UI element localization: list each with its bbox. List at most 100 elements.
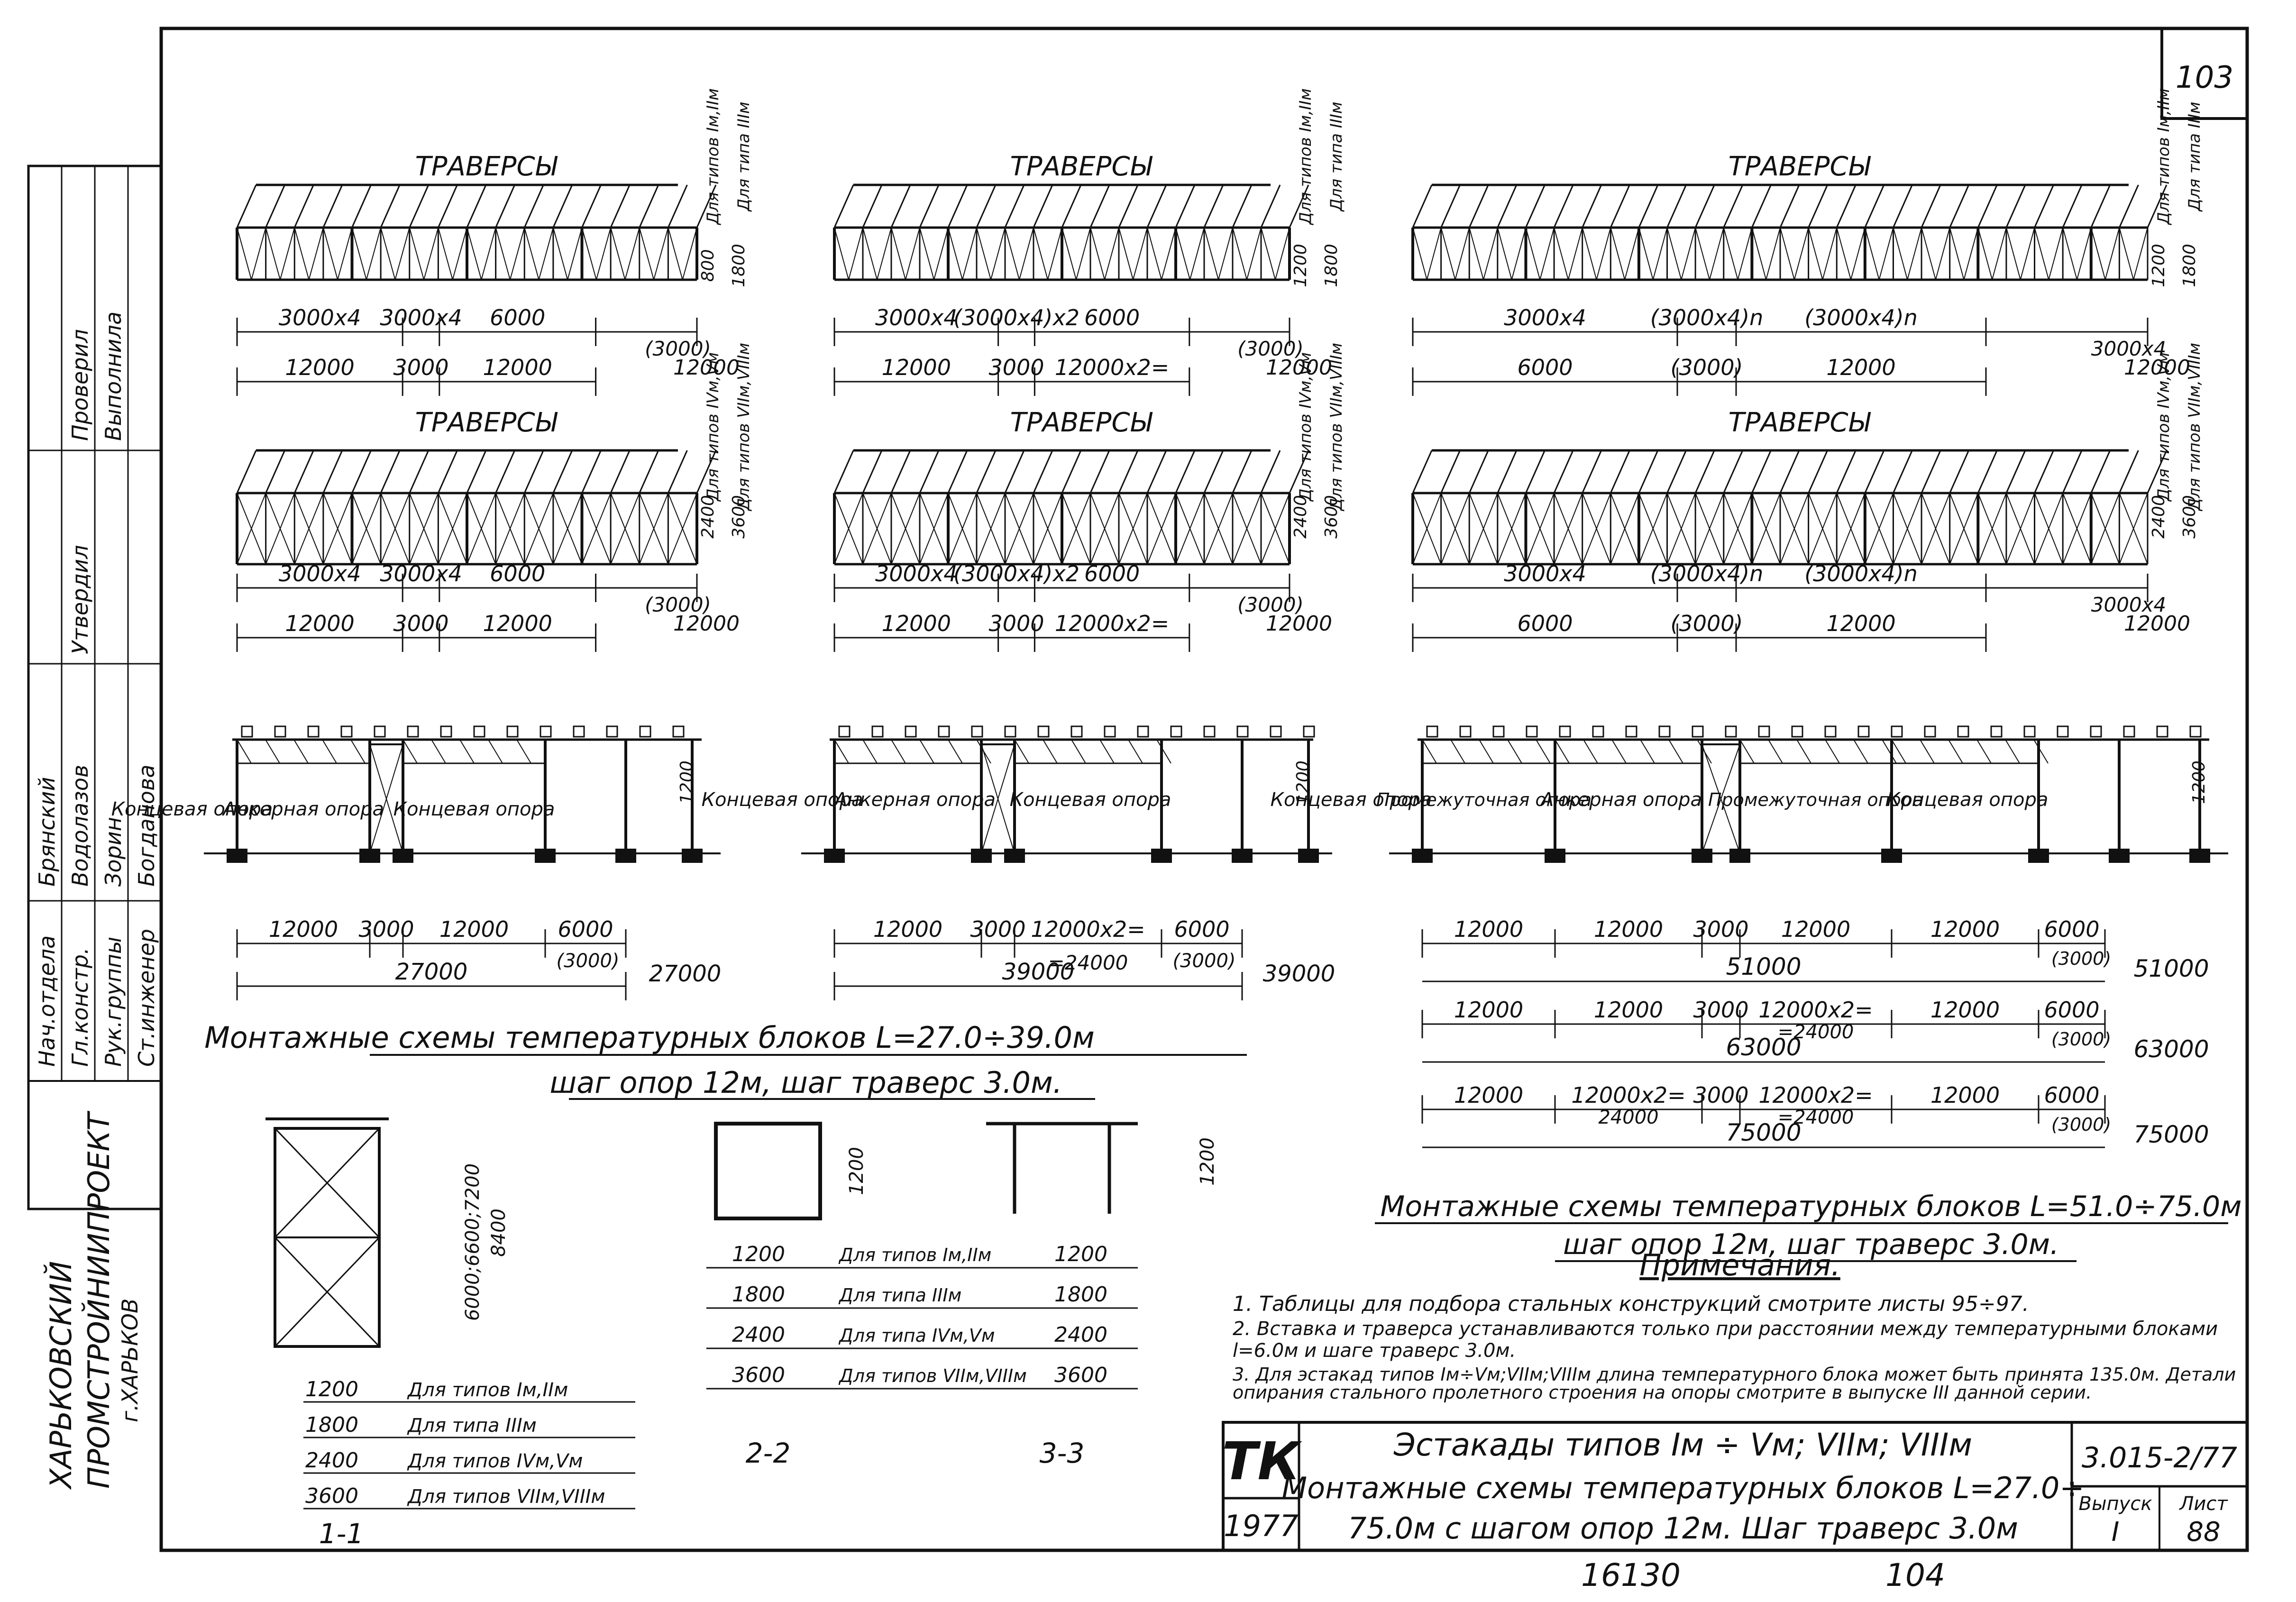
brace: [552, 493, 583, 565]
title-line-2: Монтажные схемы температурных блоков L=2…: [1282, 1471, 2085, 1505]
dimension-label: 3000: [988, 355, 1044, 380]
dimension-label: 12000: [1930, 1082, 2000, 1108]
brace: [1104, 227, 1119, 280]
brace: [1005, 227, 1020, 280]
brace: [1666, 227, 1682, 280]
rafter: [293, 184, 314, 228]
support-label: Концевая опора: [111, 798, 273, 820]
dimension-label: 12000: [1930, 916, 2000, 942]
type-note: Для типов IVм,Vм: [2154, 352, 2173, 502]
brace: [624, 227, 640, 280]
rafter: [1582, 184, 1602, 228]
traverse-marker: [1592, 725, 1604, 738]
truss-web: [1536, 739, 1551, 764]
brace: [1935, 227, 1950, 280]
rafter: [466, 450, 487, 494]
truss-web: [948, 739, 963, 764]
total-dimension: 51000: [2133, 955, 2209, 982]
stamp-vert-2: Проверил: [67, 329, 93, 441]
traverse-marker: [241, 725, 253, 738]
brace: [2005, 227, 2021, 280]
rafter: [862, 184, 883, 228]
rafter: [265, 184, 285, 228]
truss-web: [1668, 739, 1683, 764]
rafter: [2034, 450, 2054, 494]
dimension-label: (3000х4)х2: [953, 305, 1079, 330]
rafter: [1260, 184, 1281, 228]
rafter: [380, 450, 401, 494]
brace: [1652, 227, 1668, 280]
height-label: 6000;6600;7200: [462, 1163, 484, 1321]
brace: [423, 227, 439, 280]
title-year: 1977: [1224, 1509, 1299, 1543]
anchor-frame: [1701, 743, 1741, 854]
dimension-label: =24000: [1048, 951, 1128, 974]
dimension-label: 12000: [1454, 916, 1523, 942]
traverse-diagram-mid-3: ТРАВЕРСЫ3000х4(3000х4)n(3000х4)n3000х460…: [1411, 343, 2204, 652]
support-label: Концевая опора: [1271, 789, 1432, 811]
traverse-title: ТРАВЕРСЫ: [415, 151, 558, 182]
dimension-label: (3000): [556, 950, 619, 972]
table-type: Для типов Iм,IIм: [838, 1245, 991, 1265]
traverse-marker: [1459, 725, 1472, 738]
table-value: 3600: [305, 1484, 358, 1508]
traverse-marker: [2023, 725, 2036, 738]
height-label: 8400: [488, 1208, 510, 1257]
brace: [1005, 493, 1034, 565]
height-label: 1200: [2149, 244, 2168, 287]
rafter: [1175, 184, 1196, 228]
rafter: [438, 450, 458, 494]
truss-web: [1043, 739, 1058, 764]
dimension-label: 12000: [1454, 1082, 1523, 1108]
brace: [380, 493, 410, 565]
dimension-label: 12000: [483, 355, 552, 380]
dimension-label: 12000: [673, 356, 740, 380]
anchor-brace: [981, 744, 1015, 854]
brace: [1836, 227, 1852, 280]
truss-web: [1882, 739, 1897, 764]
dimension-label: 6000: [558, 916, 613, 942]
traverse-marker: [1270, 725, 1282, 738]
stamp-org-2: ПРОМСТРОЙНИИПРОЕКТ: [81, 1111, 116, 1489]
dimension-label: 12000: [439, 916, 509, 942]
brace: [1469, 227, 1484, 280]
dimension-label: 3000х4: [380, 561, 462, 586]
dimension-label: 12000: [882, 355, 951, 380]
rafter: [1921, 184, 1941, 228]
rafter: [2147, 450, 2168, 494]
truss-web: [862, 739, 878, 764]
note-2: 2. Вставка и траверса устанавливаются то…: [1233, 1318, 2218, 1362]
traverse-marker: [1990, 725, 2003, 738]
truss-web: [1422, 739, 1437, 764]
rafter: [523, 184, 544, 228]
traverse-marker: [1891, 725, 1903, 738]
total-dimension: 63000: [1726, 1034, 1801, 1061]
dimension-label: (3000х4)n: [1650, 305, 1764, 330]
dimension-label: 12000: [483, 611, 552, 636]
table-value: 1800: [1054, 1282, 1107, 1307]
brace: [905, 227, 920, 280]
traverse-marker: [1170, 725, 1182, 738]
support-label: Концевая опора: [393, 798, 555, 820]
dimension-label: 3000: [393, 611, 448, 636]
brace: [834, 493, 863, 565]
brace: [237, 493, 266, 565]
dimension-label: 3000х4: [380, 305, 462, 330]
rafter: [322, 450, 343, 494]
brace: [2048, 227, 2064, 280]
brace: [1850, 227, 1866, 280]
brace: [509, 227, 525, 280]
rafter: [668, 184, 688, 228]
brace: [1497, 227, 1512, 280]
rafter: [523, 450, 544, 494]
stamp-city: г.ХАРЬКОВ: [117, 1299, 143, 1423]
truss-web: [1853, 739, 1868, 764]
rafter: [409, 184, 430, 228]
brace: [1175, 227, 1190, 280]
dimension-label: 3000х4: [279, 561, 361, 586]
type-note: Для типов Iм,IIм: [1296, 88, 1315, 226]
truss-web: [891, 739, 906, 764]
dimension-label: (3000): [1237, 593, 1304, 616]
